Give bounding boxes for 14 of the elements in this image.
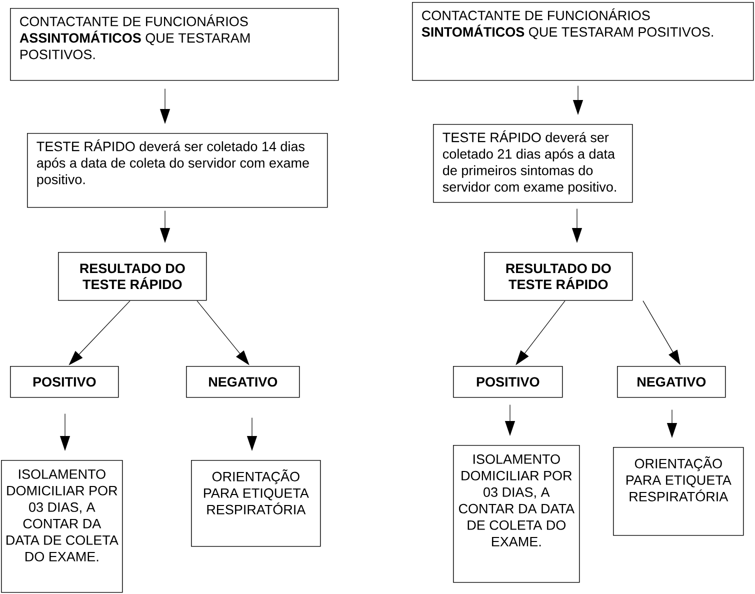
outcome-box: POSITIVO [10, 366, 119, 398]
action-box: ORIENTAÇÃO PARA ETIQUETA RESPIRATÓRIA [613, 446, 744, 536]
result-box: RESULTADO DO TESTE RÁPIDO [484, 252, 633, 301]
text-box: CONTACTANTE DE FUNCIONÁRIOS ASSINTOMÁTICOS QUE TESTARAM POSITIVOS. [10, 8, 339, 81]
text-box: TESTE RÁPIDO deverá ser coletado 21 dias após a data de primeiros sintomas do servidor com exame positivo. [433, 124, 633, 203]
text-box: TESTE RÁPIDO deverá ser coletado 14 dias após a data de coleta do servidor com exame positivo. [27, 132, 328, 208]
outcome-box: POSITIVO [453, 366, 563, 398]
action-box: ORIENTAÇÃO PARA ETIQUETA RESPIRATÓRIA [191, 460, 321, 547]
outcome-box: NEGATIVO [186, 366, 300, 398]
outcome-box: NEGATIVO [617, 366, 726, 398]
action-box: ISOLAMENTO DOMICILIAR POR 03 DIAS, A CONTAR DA DATA DE COLETA DO EXAME. [453, 444, 580, 583]
text-box: CONTACTANTE DE FUNCIONÁRIOS SINTOMÁTICOS QUE TESTARAM POSITIVOS. [412, 2, 754, 81]
action-box: ISOLAMENTO DOMICILIAR POR 03 DIAS, A CONTAR DA DATA DE COLETA DO EXAME. [1, 460, 123, 593]
result-box: RESULTADO DO TESTE RÁPIDO [58, 252, 207, 301]
